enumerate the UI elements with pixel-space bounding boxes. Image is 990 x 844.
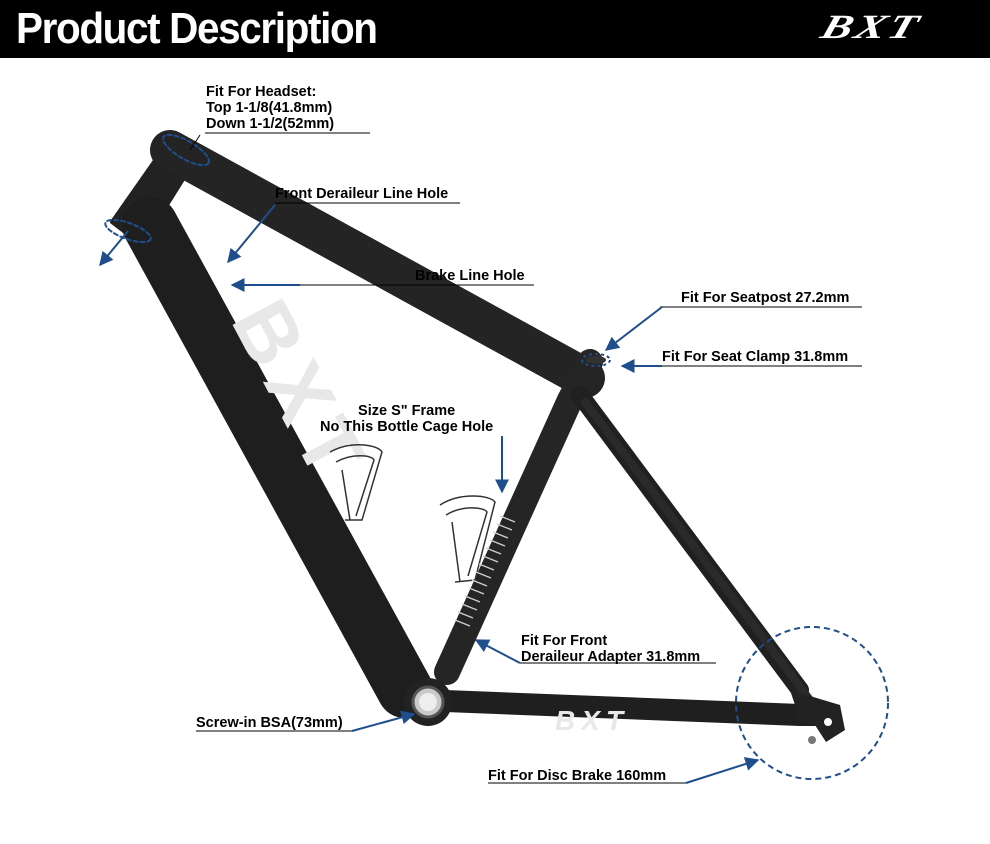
bottle-cage-downtube — [329, 444, 383, 521]
brake-line-hole-label: Brake Line Hole — [415, 268, 525, 284]
bottle-cage-seattube — [439, 495, 496, 583]
rear-dropout — [790, 690, 845, 742]
bike-frame — [104, 130, 845, 744]
seatpost-label: Fit For Seatpost 27.2mm — [681, 290, 850, 306]
fd-adapter-label: Fit For Front Derailеur Adapter 31.8mm — [521, 633, 700, 665]
disc-brake-label: Fit For Disc Brake 160mm — [488, 768, 667, 784]
seat-tube — [434, 349, 603, 685]
brand-logo: BXT — [816, 9, 926, 46]
size-s-label: Size S" Frame No This Bottle Cage Hole — [320, 403, 493, 435]
headset-top-ring — [162, 133, 210, 167]
page-title: Product Description — [16, 4, 378, 53]
headset-down-spec: Down 1-1/2(52mm) — [206, 116, 335, 132]
size-s-line1: Size S" Frame — [358, 403, 456, 419]
headset-label: Fit For Headset: Top 1-1/8(41.8mm) Down … — [206, 84, 334, 132]
bsa-label: Screw-in BSA(73mm) — [196, 715, 343, 731]
front-derailleur-line-hole-label: Front Derailеur Line Hole — [275, 186, 449, 202]
top-tube — [150, 130, 605, 398]
chainstay-brand-mark: BXT — [555, 705, 629, 736]
header-bar: Product Description BXT — [0, 0, 990, 58]
fd-adapter-line2: Derailеur Adapter 31.8mm — [521, 649, 701, 665]
frame-illustration: BXT BXT — [99, 130, 889, 784]
size-s-line2: No This Bottle Cage Hole — [320, 419, 494, 435]
headset-down-ring — [104, 218, 152, 244]
down-tube — [122, 197, 433, 718]
seat-clamp-label: Fit For Seat Clamp 31.8mm — [662, 349, 849, 365]
derailleur-adapter-hatch — [454, 515, 516, 627]
headset-title: Fit For Headset: — [206, 84, 317, 100]
headset-top-spec: Top 1-1/8(41.8mm) — [206, 100, 333, 116]
annotation-lines — [99, 132, 889, 784]
fd-adapter-line1: Fit For Front — [521, 633, 608, 649]
